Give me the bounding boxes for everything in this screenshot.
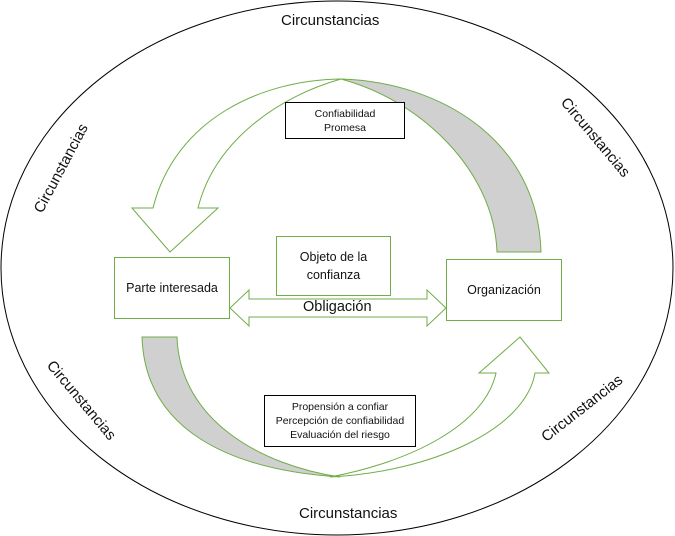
- bottom-box-line-1: Propensión a confiar: [291, 401, 389, 413]
- stakeholder-label: Parte interesada: [126, 281, 218, 295]
- bottom-arrow-tail: [141, 336, 341, 478]
- assessment-box: Propensión a confiar Percepción de confi…: [264, 395, 416, 447]
- organization-label: Organización: [467, 283, 541, 297]
- circumstances-label-bottom: Circunstancias: [299, 505, 398, 522]
- obligation-label: Obligación: [303, 299, 372, 315]
- top-arrow-tail: [340, 78, 542, 253]
- object-line-1: Objeto de la: [299, 250, 368, 264]
- top-arrow-head: [130, 78, 342, 253]
- organization-box: Organización: [446, 259, 562, 321]
- trust-factors-box: Confiabilidad Promesa: [285, 102, 405, 139]
- object-of-trust-box: Objeto de la confianza: [276, 236, 391, 296]
- top-box-line-2: Promesa: [323, 121, 366, 134]
- circumstances-label-top: Circunstancias: [281, 12, 380, 29]
- bottom-box-line-3: Evaluación del riesgo: [290, 429, 390, 441]
- top-box-line-1: Confiabilidad: [314, 107, 376, 120]
- bottom-arrow-head: [329, 336, 551, 478]
- bottom-box-line-2: Percepción de confiabilidad: [275, 415, 405, 427]
- stakeholder-box: Parte interesada: [114, 257, 230, 319]
- object-line-2: confianza: [306, 268, 361, 282]
